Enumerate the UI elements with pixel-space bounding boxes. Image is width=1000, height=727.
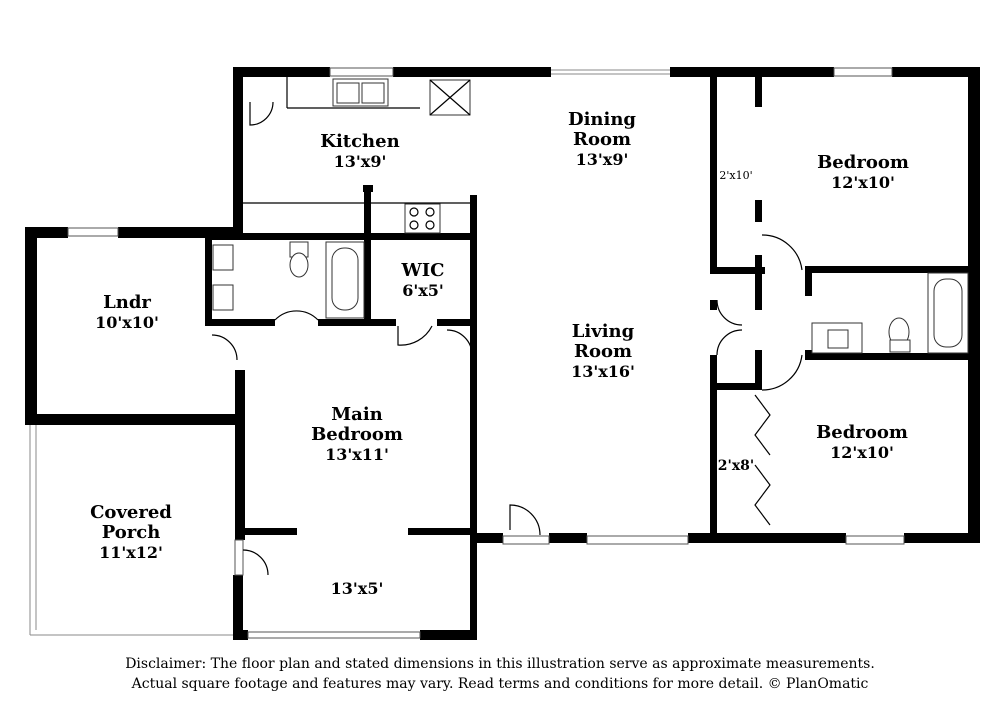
room-labels: Kitchen 13'x9' Dining Room 13'x9' Bedroo…: [90, 109, 909, 598]
living-name-2: Room: [574, 341, 632, 362]
living-dims: 13'x16': [571, 362, 635, 381]
living-name-1: Living: [572, 321, 635, 342]
wic-name: WIC: [401, 260, 445, 281]
kitchen-name: Kitchen: [320, 131, 399, 152]
closet-bottom-dims: 2'x8': [718, 458, 754, 474]
disclaimer-line-1: Disclaimer: The floor plan and stated di…: [125, 656, 875, 672]
bedroom-top-dims: 12'x10': [831, 173, 895, 192]
lower-area-dims: 13'x5': [331, 579, 384, 598]
bedroom-bottom-dims: 12'x10': [830, 443, 894, 462]
porch-dims: 11'x12': [99, 543, 163, 562]
closet-top-dims: 2'x10': [719, 169, 752, 182]
dining-dims: 13'x9': [576, 150, 629, 169]
dining-name-1: Dining: [568, 109, 636, 130]
porch-name-2: Porch: [102, 522, 161, 543]
bedroom-bottom-name: Bedroom: [816, 422, 908, 443]
porch-name-1: Covered: [90, 502, 172, 523]
kitchen-dims: 13'x9': [334, 152, 387, 171]
laundry-dims: 10'x10': [95, 313, 159, 332]
details: [29, 67, 969, 639]
disclaimer-line-2: Actual square footage and features may v…: [131, 676, 869, 692]
main-bedroom-name-2: Bedroom: [311, 424, 403, 445]
main-bedroom-dims: 13'x11': [325, 445, 389, 464]
bedroom-top-name: Bedroom: [817, 152, 909, 173]
laundry-name: Lndr: [103, 292, 151, 313]
dining-name-2: Room: [573, 129, 631, 150]
walls: [25, 67, 980, 640]
wic-dims: 6'x5': [402, 281, 444, 300]
main-bedroom-name-1: Main: [331, 404, 383, 425]
